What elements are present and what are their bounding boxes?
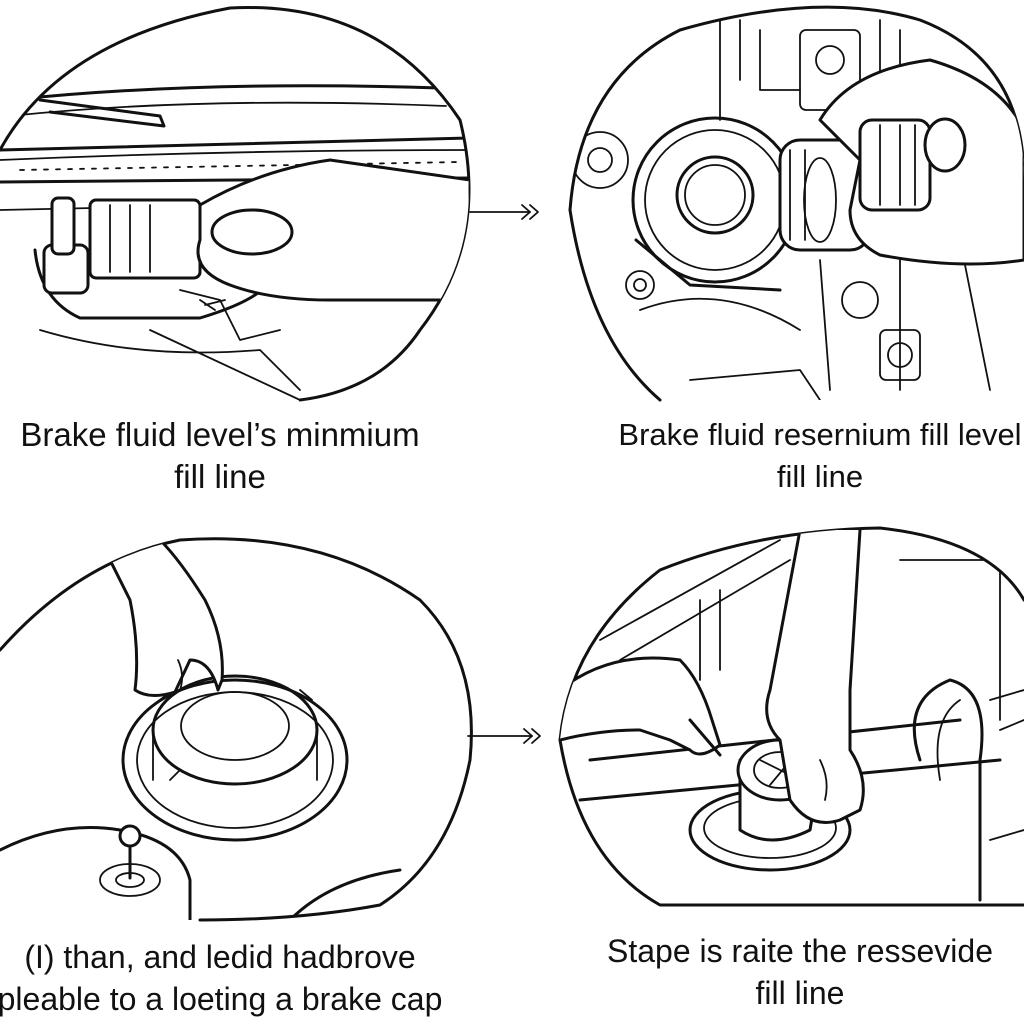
panel-2-caption: Brake fluid resernium fill level fill li… [540, 414, 1024, 498]
panel-3-caption-line-2: pleable to a loeting a brake cap [0, 981, 443, 1017]
panel-1-caption-line-1: Brake fluid level’s minmium [20, 416, 420, 453]
panel-4-caption-line-2: fill line [755, 975, 845, 1011]
panel-1-illustration [0, 6, 471, 402]
panel-3-caption: (I) than, and ledid hadbrove pleable to … [0, 936, 510, 1020]
panel-1-frame [0, 6, 471, 402]
panel-3-caption-line-1: (I) than, and ledid hadbrove [24, 939, 416, 975]
panel-1-caption-line-2: fill line [174, 458, 266, 495]
panel-4-caption: Stape is raite the ressevide fill line [520, 930, 1024, 1014]
panel-3-frame [0, 537, 473, 922]
panel-2-illustration [568, 5, 1024, 402]
panel-3-illustration [0, 537, 473, 922]
panel-4-frame [558, 526, 1024, 742]
panel-2-caption-line-2: fill line [776, 459, 864, 494]
panel-2-caption-line-1: Brake fluid resernium fill level [618, 417, 1022, 452]
panel-4-caption-line-1: Stape is raite the ressevide [607, 933, 993, 969]
panel-4-illustration [558, 526, 1024, 907]
arrow-3-to-4 [467, 728, 541, 744]
panel-1-caption: Brake fluid level’s minmium fill line [0, 414, 500, 498]
panel-2-frame [568, 5, 1024, 212]
arrow-1-to-2 [469, 204, 539, 220]
